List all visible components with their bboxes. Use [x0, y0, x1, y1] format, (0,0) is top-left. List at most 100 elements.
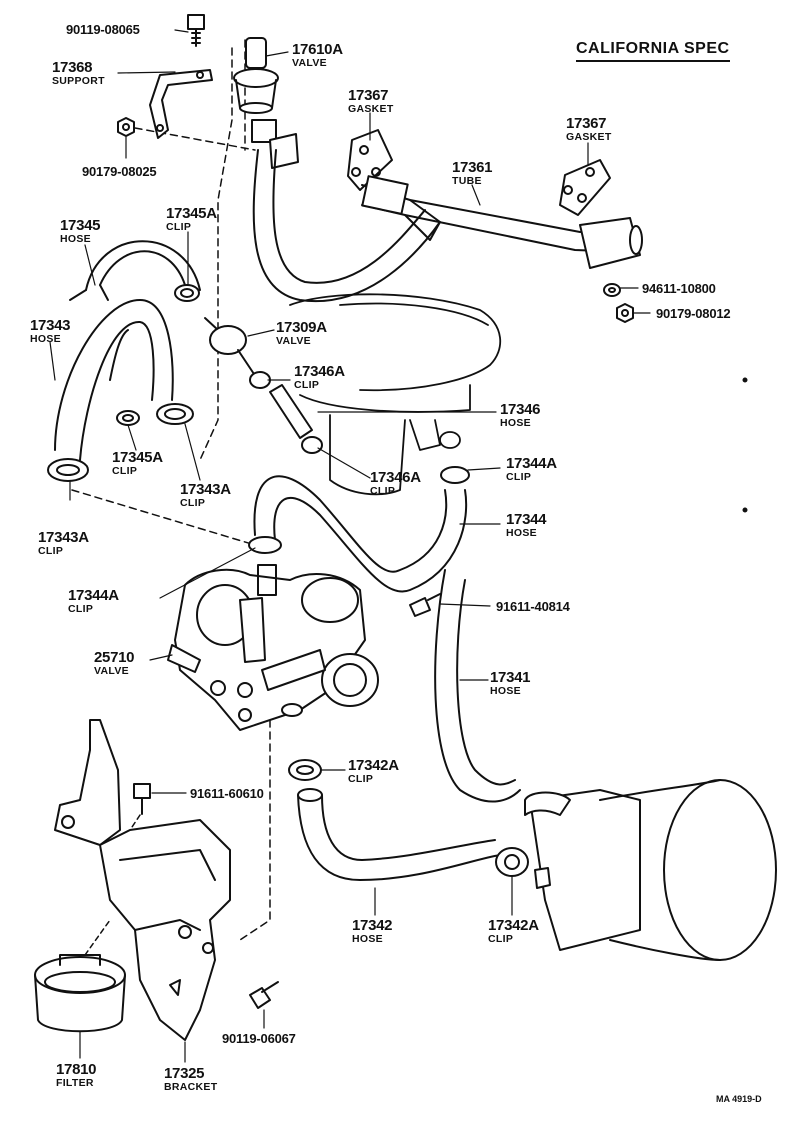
- part-number: 17346A: [370, 469, 421, 486]
- dashed-guide-main: [200, 48, 232, 460]
- label-17344a-left: 17344A CLIP: [68, 588, 119, 615]
- dashed-guide-filter: [85, 920, 110, 955]
- label-17346a-top: 17346A CLIP: [294, 364, 345, 391]
- part-name: CLIP: [68, 603, 94, 615]
- hose-17345-icon: [70, 241, 200, 300]
- clip-17345a-bottom-icon: [117, 411, 139, 425]
- part-number: 17344: [506, 511, 547, 528]
- label-90179-08025: 90179-08025: [82, 164, 157, 179]
- dashed-guide-clip: [72, 490, 255, 545]
- part-name: GASKET: [348, 103, 394, 115]
- part-number: 17342A: [488, 917, 539, 934]
- part-name: HOSE: [500, 417, 531, 429]
- clip-17345a-top-icon: [175, 285, 199, 301]
- gasket-right-icon: [560, 160, 610, 215]
- nut-90179-08025-icon: [118, 118, 134, 136]
- part-number: 17368: [52, 59, 93, 76]
- label-17344a-right: 17344A CLIP: [506, 456, 557, 483]
- gasket-left-icon: [348, 130, 392, 190]
- label-17342a-top: 17342A CLIP: [348, 758, 399, 785]
- clip-17344a-left-icon: [249, 537, 281, 553]
- hose-17341-icon: [435, 570, 520, 802]
- label-17343: 17343 HOSE: [30, 317, 71, 345]
- hose-upper-path-2: [273, 150, 425, 283]
- leader-lines: [50, 30, 650, 1062]
- clip-17346a-top-icon: [250, 372, 270, 388]
- valve-17309a-icon: [205, 318, 258, 380]
- label-17367-left: 17367 GASKET: [348, 88, 394, 115]
- part-name: CLIP: [370, 485, 396, 497]
- part-name: VALVE: [292, 57, 327, 69]
- part-name: VALVE: [94, 665, 129, 677]
- label-17342: 17342 HOSE: [352, 917, 393, 945]
- label-17343a-mid: 17343A CLIP: [180, 482, 231, 509]
- part-number: 17343A: [38, 529, 89, 546]
- air-cleaner-housing-icon: [290, 294, 500, 494]
- part-number: 25710: [94, 649, 135, 666]
- clip-17342a-top-icon: [289, 760, 321, 780]
- label-17346a-bottom: 17346A CLIP: [370, 470, 421, 497]
- bolt-90119-08065-icon: [188, 15, 204, 46]
- label-17309a: 17309A VALVE: [276, 320, 327, 347]
- part-number: 17810: [56, 1061, 97, 1078]
- label-90119-06067: 90119-06067: [222, 1031, 296, 1046]
- part-name: HOSE: [490, 685, 521, 697]
- margin-dot-icon: [744, 379, 747, 382]
- part-number: 17367: [566, 115, 607, 132]
- label-17346: 17346 HOSE: [500, 401, 541, 429]
- part-number: 17346: [500, 401, 541, 418]
- part-number: 17341: [490, 669, 531, 686]
- canister-icon: [525, 780, 776, 960]
- label-17344: 17344 HOSE: [506, 511, 547, 539]
- part-name: GASKET: [566, 131, 612, 143]
- part-number: 17344A: [506, 455, 557, 472]
- diagram-code: MA 4919-D: [716, 1094, 762, 1104]
- part-name: CLIP: [294, 379, 320, 391]
- part-name: FILTER: [56, 1077, 94, 1089]
- part-name: HOSE: [30, 333, 61, 345]
- bolt-91611-40814-icon: [410, 594, 440, 616]
- part-number: 17345A: [166, 205, 217, 222]
- label-17810: 17810 FILTER: [56, 1061, 97, 1089]
- tube-17361-icon: [362, 176, 642, 268]
- part-number: 17346A: [294, 363, 345, 380]
- part-name: BRACKET: [164, 1081, 218, 1093]
- part-name: CLIP: [180, 497, 206, 509]
- part-name: HOSE: [506, 527, 537, 539]
- part-number: 17342: [352, 917, 393, 934]
- hose-17344-icon: [254, 476, 466, 591]
- part-number: 17325: [164, 1065, 205, 1082]
- part-number: 17344A: [68, 587, 119, 604]
- label-17361: 17361 TUBE: [452, 159, 493, 187]
- part-name: HOSE: [60, 233, 91, 245]
- hose-17342-icon: [298, 789, 500, 880]
- part-number: 17361: [452, 159, 493, 176]
- nut-90179-08012-icon: [617, 304, 633, 322]
- hose-upper-path: [254, 150, 440, 301]
- part-name: VALVE: [276, 335, 311, 347]
- valve-25710-icon: [168, 565, 378, 730]
- part-number: 17309A: [276, 319, 327, 336]
- part-number: 17342A: [348, 757, 399, 774]
- california-spec-title: CALIFORNIA SPEC: [576, 40, 730, 62]
- part-name: HOSE: [352, 933, 383, 945]
- part-number: 17343: [30, 317, 71, 334]
- label-91611-40814: 91611-40814: [496, 599, 570, 614]
- bolt-90119-06067-icon: [250, 982, 278, 1008]
- part-name: CLIP: [348, 773, 374, 785]
- part-name: CLIP: [166, 221, 192, 233]
- label-90119-08065: 90119-08065: [66, 22, 140, 37]
- support-bracket-17368-icon: [150, 70, 212, 138]
- label-25710: 25710 VALVE: [94, 649, 135, 677]
- part-name: CLIP: [506, 471, 532, 483]
- part-name: CLIP: [488, 933, 514, 945]
- label-94611-10800: 94611-10800: [642, 281, 716, 296]
- part-name: TUBE: [452, 175, 482, 187]
- label-17345: 17345 HOSE: [60, 218, 101, 245]
- label-17341: 17341 HOSE: [490, 669, 531, 697]
- washer-94611-10800-icon: [604, 284, 620, 296]
- clip-17342a-bottom-icon: [496, 848, 528, 876]
- part-number: 17345A: [112, 449, 163, 466]
- label-17367-right: 17367 GASKET: [566, 116, 612, 143]
